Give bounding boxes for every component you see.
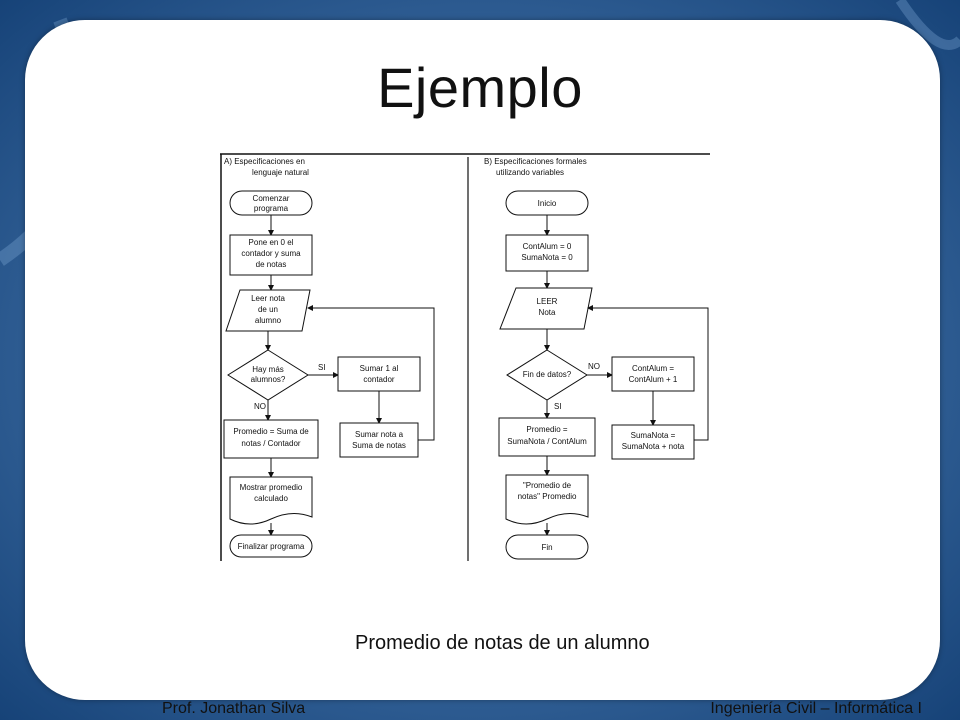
- right-output-document: [505, 474, 589, 525]
- right-init-text-1: ContAlum = 0: [523, 242, 572, 251]
- right-average-text-2: SumaNota / ContAlum: [507, 437, 587, 446]
- left-no-label: NO: [254, 402, 266, 411]
- left-average-text-1: Promedio = Suma de: [233, 427, 309, 436]
- flowchart-diagram: A) Especificaciones en lenguaje natural …: [220, 153, 712, 563]
- right-accumulate-text-2: SumaNota + nota: [622, 442, 685, 451]
- right-read-text-2: Nota: [539, 308, 556, 317]
- left-yes-label: SI: [318, 363, 326, 372]
- right-heading-line1: B) Especificaciones formales: [484, 157, 587, 166]
- left-increment-text-1: Sumar 1 al: [360, 364, 399, 373]
- left-accumulate-text-2: Suma de notas: [352, 441, 406, 450]
- right-yes-label: SI: [554, 402, 562, 411]
- left-read-input: [225, 289, 311, 332]
- slide-caption: Promedio de notas de un alumno: [355, 632, 650, 654]
- left-read-text-1: Leer nota: [251, 294, 285, 303]
- right-loop-back-arrow: [587, 305, 709, 441]
- right-start-text: Inicio: [538, 199, 557, 208]
- right-accumulate-text-1: SumaNota =: [631, 431, 676, 440]
- left-init-text-3: de notas: [256, 260, 287, 269]
- right-increment-text-2: ContAlum + 1: [629, 375, 678, 384]
- right-heading-line2: utilizando variables: [496, 168, 564, 177]
- right-average-process: [498, 417, 596, 457]
- left-start-text-2: programa: [254, 204, 289, 213]
- left-end-text: Finalizar programa: [238, 542, 305, 551]
- right-read-text-1: LEER: [537, 297, 558, 306]
- footer-course: Ingeniería Civil – Informática I: [710, 700, 922, 717]
- left-end-terminator: [229, 534, 313, 558]
- left-accumulate-text-1: Sumar nota a: [355, 430, 404, 439]
- left-init-text-1: Pone en 0 el: [249, 238, 294, 247]
- right-increment-process: [611, 356, 695, 392]
- footer-author: Prof. Jonathan Silva: [162, 700, 306, 717]
- left-init-text-2: contador y suma: [241, 249, 301, 258]
- left-loop-back-arrow: [307, 305, 435, 441]
- right-no-label: NO: [588, 362, 600, 371]
- left-increment-text-2: contador: [363, 375, 394, 384]
- left-increment-process: [337, 356, 421, 392]
- slide-title: Ejemplo: [377, 56, 583, 119]
- left-read-text-2: de un: [258, 305, 278, 314]
- right-decision-text: Fin de datos?: [523, 370, 572, 379]
- right-read-input: [499, 287, 593, 330]
- right-output-text-2: notas" Promedio: [518, 492, 577, 501]
- left-heading-line2: lenguaje natural: [252, 168, 309, 177]
- left-start-text-1: Comenzar: [253, 194, 290, 203]
- left-init-process: [229, 234, 313, 276]
- left-output-text-1: Mostrar promedio: [240, 483, 303, 492]
- right-end-text: Fin: [541, 543, 552, 552]
- left-read-text-3: alumno: [255, 316, 282, 325]
- left-decision-text-1: Hay más: [252, 365, 284, 374]
- right-end-terminator: [505, 534, 589, 560]
- right-init-process: [505, 234, 589, 272]
- left-decision-text-2: alumnos?: [251, 375, 286, 384]
- right-increment-text-1: ContAlum =: [632, 364, 674, 373]
- left-heading-line1: A) Especificaciones en: [224, 157, 305, 166]
- right-accumulate-process: [611, 424, 695, 460]
- right-output-text-1: "Promedio de: [523, 481, 572, 490]
- left-output-document: [229, 476, 313, 525]
- left-accumulate-process: [339, 422, 419, 458]
- right-average-text-1: Promedio =: [526, 425, 567, 434]
- left-output-text-2: calculado: [254, 494, 288, 503]
- right-init-text-2: SumaNota = 0: [521, 253, 573, 262]
- left-average-text-2: notas / Contador: [241, 439, 300, 448]
